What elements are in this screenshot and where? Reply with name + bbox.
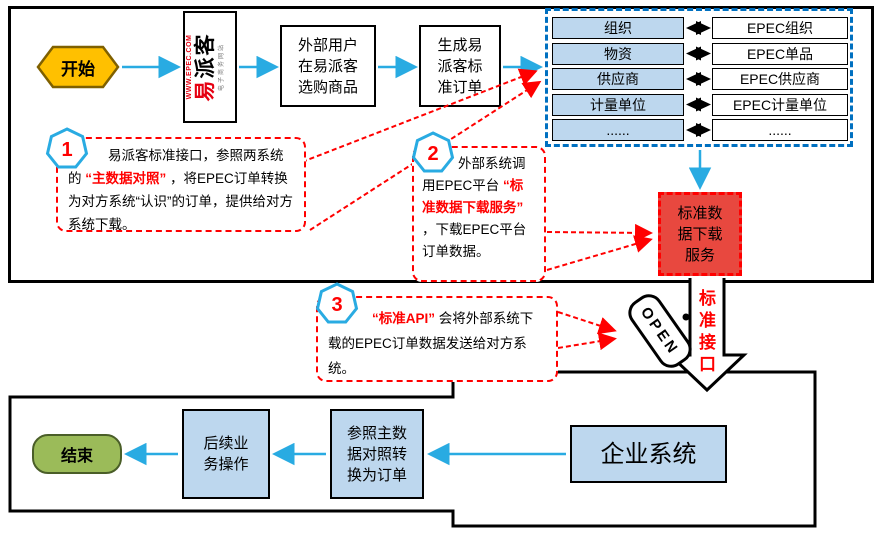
mapping-left-4: ...... [552,119,684,141]
epec-logo-box [183,11,237,123]
callout-badge-3: 3 [315,282,359,324]
download-service-box: 标准数据下载服务 [658,192,742,276]
callout-1-emphasis: “主数据对照” [85,171,167,186]
epec-logo: WWW.EPEC.COM 易派客 电子商务网站 [185,15,235,119]
svg-text:1: 1 [61,139,72,161]
svg-text:3: 3 [331,294,342,316]
mapping-right-0: EPEC组织 [712,17,848,39]
epec-tagline: 电子商务网站 [219,43,225,92]
enterprise-system-box: 企业系统 [570,425,727,483]
end-label: 结束 [60,448,93,465]
end-node: 结束 [32,434,122,474]
mapping-right-4: ...... [712,119,848,141]
open-sign-hook [682,313,690,321]
open-sign-label: OPEN [637,303,683,359]
flow-box-select-goods: 外部用户在易派客选购商品 [280,25,376,107]
mapping-left-2: 供应商 [552,68,684,90]
callout-badge-2: 2 [411,131,455,173]
flow-box-generate-order: 生成易派客标准订单 [419,25,501,107]
followup-operations-box: 后续业务操作 [182,409,270,499]
callout-3-emphasis: “标准API” [372,311,436,326]
svg-text:2: 2 [427,143,438,165]
epec-url: WWW.EPEC.COM [186,34,193,100]
callout-badge-1: 1 [45,127,89,169]
mapping-right-1: EPEC单品 [712,42,848,65]
master-data-mapping-box [545,8,853,147]
callout-1: 易派客标准接口，参照两系统的 “主数据对照” ，将EPEC订单转换为对方系统“认… [56,137,306,232]
start-node: 开始 [36,45,120,89]
mapping-left-3: 计量单位 [552,93,684,116]
start-label: 开始 [61,59,95,79]
mapping-right-3: EPEC计量单位 [712,93,848,116]
epec-brand: 易派客 [194,32,217,102]
mapping-left-1: 物资 [552,42,684,65]
open-sign: OPEN [622,288,698,374]
mapping-right-2: EPEC供应商 [712,68,848,90]
mapping-left-0: 组织 [552,17,684,39]
convert-order-box: 参照主数据对照转换为订单 [330,409,424,499]
standard-interface-label: 标准接口 [696,289,715,377]
